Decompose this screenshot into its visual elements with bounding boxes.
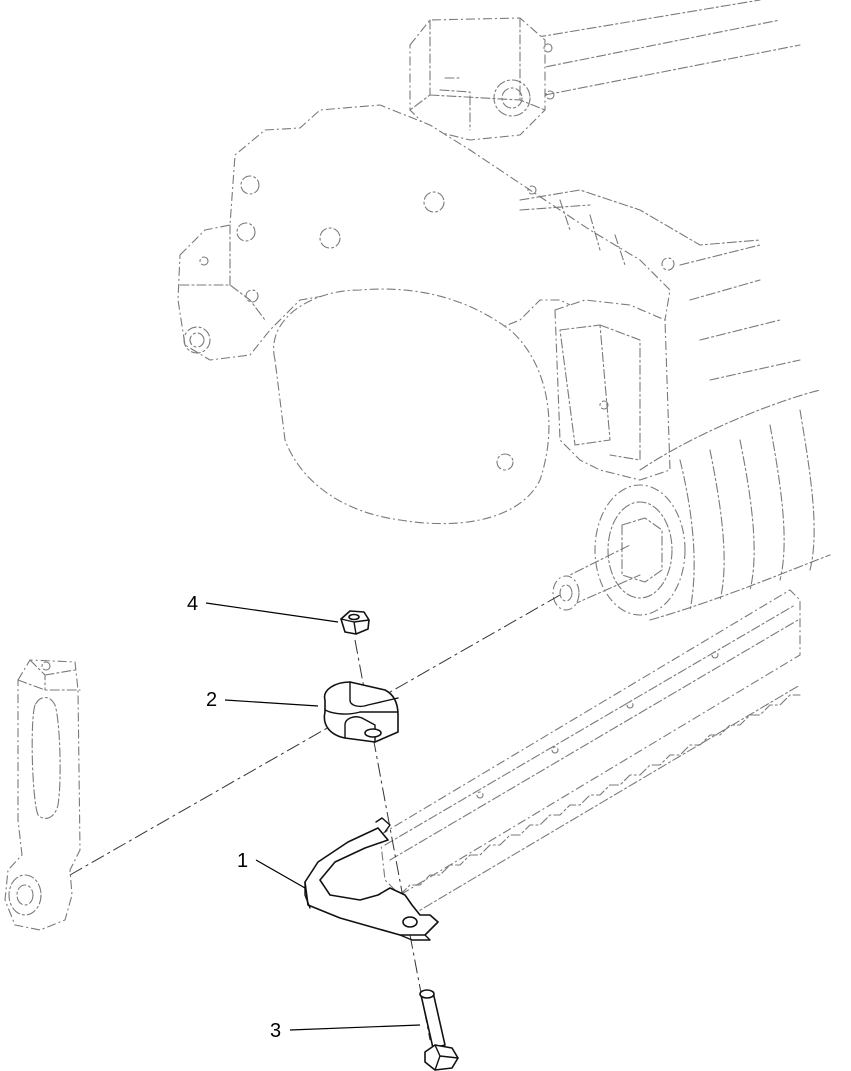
part-4-nut <box>340 610 370 635</box>
part-3-bolt <box>419 989 459 1071</box>
callout-2: 2 <box>206 689 319 711</box>
part-1-knife-head-bracket <box>304 817 439 941</box>
phantom-knife-bar <box>379 589 801 926</box>
callout-3-label: 3 <box>270 1020 281 1042</box>
callout-2-label: 2 <box>206 689 217 711</box>
callout-1-label: 1 <box>237 850 248 872</box>
callout-1: 1 <box>237 850 306 889</box>
phantom-pitman-arm <box>4 659 81 931</box>
phantom-gearbox-housing <box>177 0 831 621</box>
callout-3: 3 <box>270 1020 421 1042</box>
part-2-clamp <box>323 681 399 743</box>
callout-4-label: 4 <box>187 593 198 615</box>
callout-4: 4 <box>187 593 339 623</box>
